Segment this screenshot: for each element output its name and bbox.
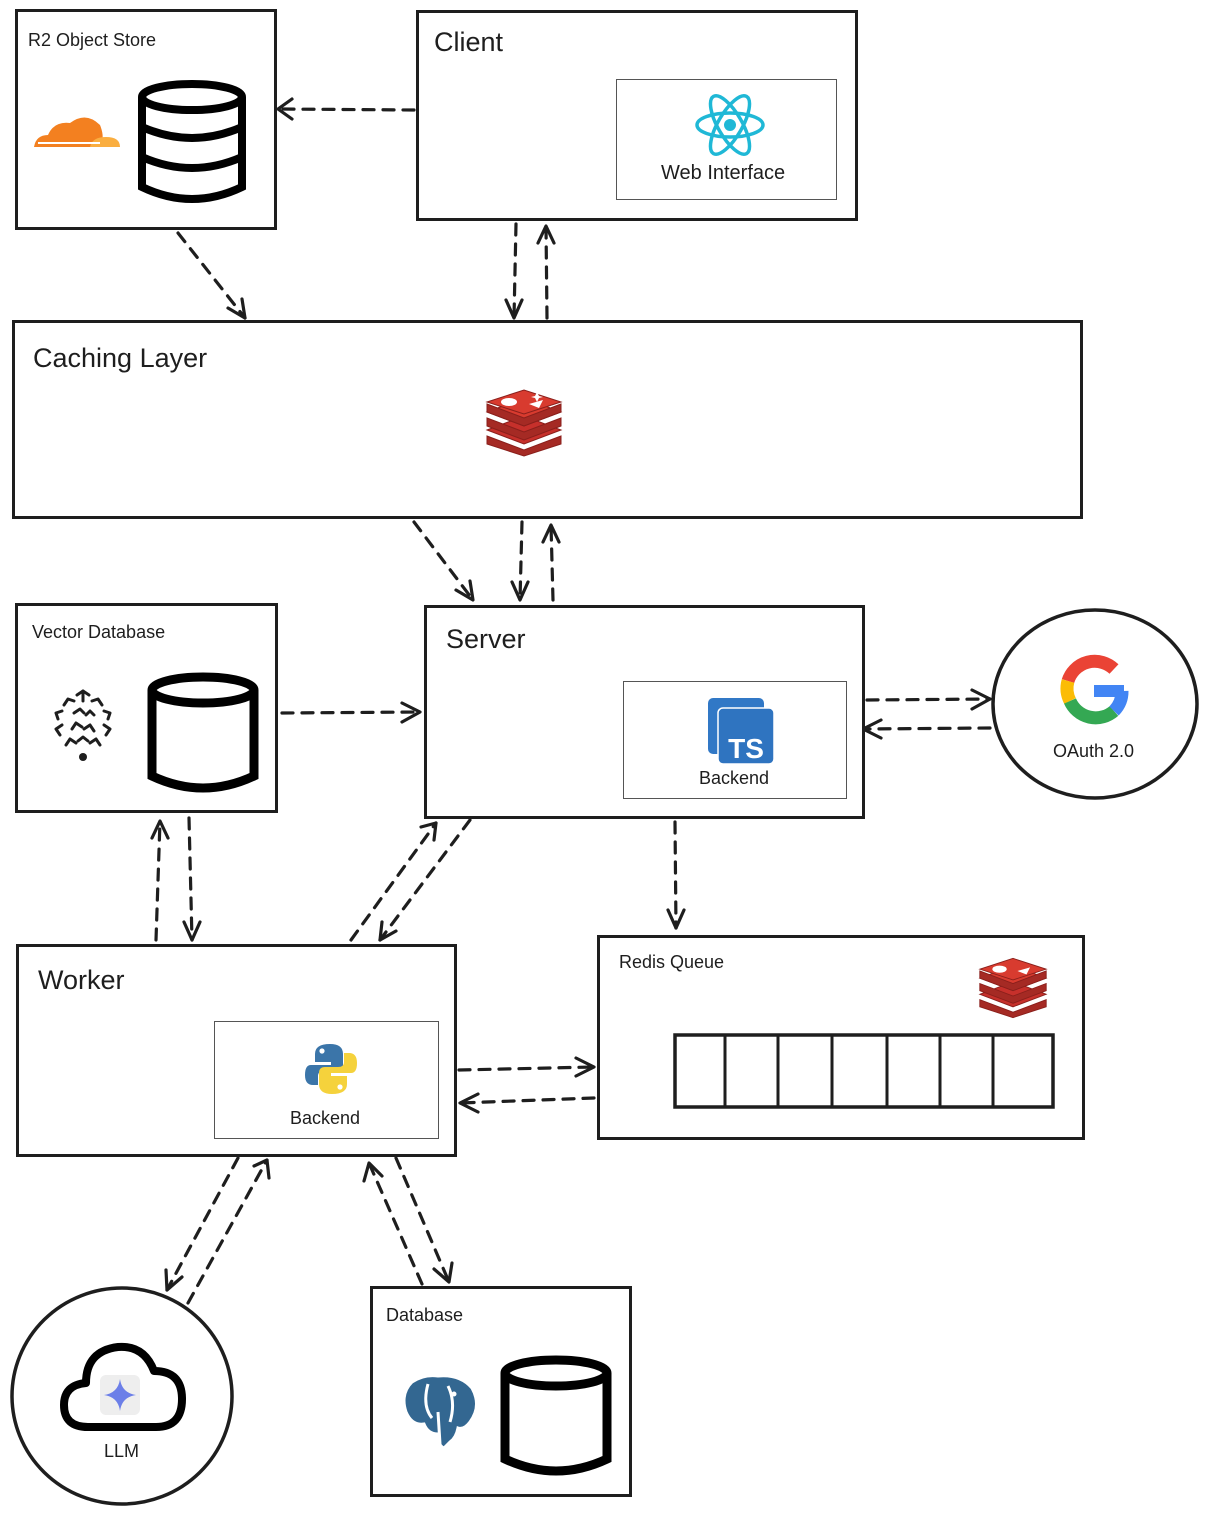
edge-llm-to-worker	[186, 1158, 269, 1305]
typescript-icon: TS	[708, 698, 775, 765]
r2-object-store-node[interactable]: R2 Object Store	[15, 9, 277, 230]
database-icon	[147, 672, 259, 793]
edge-server-to-queue	[673, 820, 678, 930]
edge-server-to-worker	[378, 818, 472, 942]
pinecone-icon	[54, 689, 112, 761]
server-backend-label: Backend	[699, 768, 770, 788]
typescript-badge: TS	[728, 733, 764, 764]
web-interface-label: Web Interface	[661, 162, 786, 184]
edge-client-to-r2	[276, 107, 416, 112]
oauth-node[interactable]	[990, 608, 1200, 804]
edge-cache-to-server-b	[518, 520, 524, 602]
redis-queue-title: Redis Queue	[619, 952, 725, 972]
database-icon	[138, 80, 246, 203]
edge-worker-to-database	[394, 1156, 451, 1284]
edge-vector-to-server	[280, 710, 422, 715]
edge-worker-to-queue	[457, 1065, 596, 1072]
r2-title: R2 Object Store	[28, 30, 157, 50]
server-title: Server	[446, 624, 526, 654]
worker-title: Worker	[38, 965, 125, 995]
gemini-cloud-icon	[60, 1342, 186, 1431]
edge-worker-to-server	[349, 821, 438, 942]
database-icon	[500, 1355, 612, 1476]
server-node[interactable]: Server TS Backend	[424, 605, 865, 819]
edge-cache-to-client	[544, 224, 549, 320]
edge-client-to-cache	[512, 222, 518, 320]
postgres-icon	[402, 1374, 478, 1450]
oauth-title: OAuth 2.0	[1053, 741, 1135, 761]
edge-queue-to-worker	[458, 1096, 596, 1105]
redis-icon	[485, 389, 563, 457]
worker-node[interactable]: Worker Backend	[16, 944, 457, 1157]
client-node[interactable]: Client Web Interface	[416, 10, 858, 221]
vector-database-node[interactable]: Vector Database	[15, 603, 278, 813]
edge-vector-to-worker	[187, 816, 194, 942]
edge-cache-to-server-a	[412, 520, 475, 602]
server-backend-card[interactable]: TS Backend	[623, 681, 847, 799]
database-title: Database	[386, 1305, 464, 1325]
python-icon	[305, 1044, 357, 1094]
edge-worker-to-vector	[154, 819, 162, 942]
database-node[interactable]: Database	[370, 1286, 632, 1497]
google-icon	[1060, 654, 1129, 725]
web-interface-card[interactable]: Web Interface	[616, 79, 837, 200]
llm-title: LLM	[104, 1441, 140, 1461]
caching-layer-title: Caching Layer	[33, 343, 208, 373]
edge-oauth-to-server	[861, 726, 992, 731]
cloudflare-icon	[34, 117, 120, 147]
edge-server-to-oauth	[865, 697, 992, 702]
redis-queue-node[interactable]: Redis Queue	[597, 935, 1085, 1140]
worker-backend-card[interactable]: Backend	[214, 1021, 439, 1139]
redis-icon	[978, 957, 1048, 1019]
vector-database-title: Vector Database	[32, 622, 166, 642]
edge-r2-to-cache	[176, 231, 247, 320]
worker-backend-label: Backend	[290, 1108, 361, 1128]
queue-slots	[673, 1033, 1055, 1109]
edge-worker-to-llm	[165, 1156, 240, 1292]
edge-database-to-worker	[367, 1161, 424, 1286]
caching-layer-node[interactable]: Caching Layer	[12, 320, 1083, 519]
react-icon	[695, 94, 765, 156]
client-title: Client	[434, 27, 504, 57]
edge-server-to-cache	[549, 523, 555, 602]
